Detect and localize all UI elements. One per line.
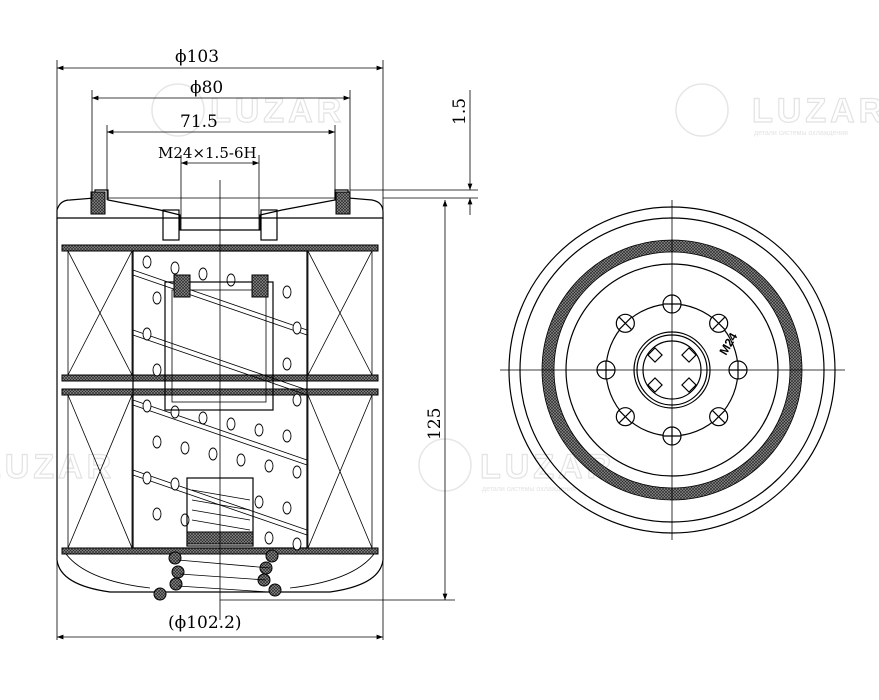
hole-cross-mark (712, 410, 726, 424)
perforation-hole (142, 255, 152, 269)
perforation-hole (254, 423, 264, 437)
perforation-hole (170, 261, 180, 275)
svg-text:детали системы охлаждения: детали системы охлаждения (754, 130, 848, 137)
perforation-hole (292, 321, 302, 335)
perforation-hole (236, 453, 246, 467)
perforation-hole (292, 465, 302, 479)
perforation-hole (264, 531, 274, 545)
perforation-hole (264, 459, 274, 473)
dim-inner-gasket: 71.5 (180, 112, 218, 132)
perforation-hole (152, 291, 162, 305)
dim-height: 125 (425, 408, 445, 440)
perforation-hole (208, 447, 218, 461)
hole-cross-mark (618, 410, 632, 424)
perforation-hole (226, 273, 236, 287)
perforation-hole (152, 435, 162, 449)
svg-text:LUZAR: LUZAR (0, 448, 115, 486)
perforation-hole (170, 477, 180, 491)
dimension-lines (56, 60, 478, 640)
perforation-hole (282, 501, 292, 515)
perforation-hole (282, 285, 292, 299)
perforation-hole (170, 405, 180, 419)
perforation-hole (254, 495, 264, 509)
dim-gasket-diameter: ϕ80 (190, 78, 223, 98)
dim-body-diameter: (ϕ102.2) (168, 613, 242, 633)
section-view (56, 180, 384, 620)
perforation-hole (142, 399, 152, 413)
thread-label: M24 (716, 330, 740, 357)
watermark-top-right: LUZAR детали системы охлаждения (675, 83, 879, 137)
perforation-hole (292, 537, 302, 551)
dim-outer-diameter: ϕ103 (175, 47, 219, 67)
dim-thread: M24×1.5-6H (158, 144, 257, 162)
perforation-hole (180, 513, 190, 527)
perforation-hole (282, 429, 292, 443)
perforation-hole (152, 507, 162, 521)
hole-cross-mark (712, 316, 726, 330)
perforation-hole (198, 267, 208, 281)
perforation-hole (180, 441, 190, 455)
perforation-hole (282, 357, 292, 371)
svg-text:детали системы охлаждения: детали системы охлаждения (482, 486, 576, 493)
top-view (500, 200, 845, 540)
perforation-hole (198, 411, 208, 425)
svg-text:LUZAR: LUZAR (752, 92, 879, 130)
hole-cross-mark (618, 316, 632, 330)
perforation-hole (292, 393, 302, 407)
perforation-hole (152, 363, 162, 377)
perforation-hole (142, 471, 152, 485)
dim-gasket-offset: 1.5 (450, 98, 470, 125)
perforation-hole (226, 417, 236, 431)
perforation-hole (142, 327, 152, 341)
